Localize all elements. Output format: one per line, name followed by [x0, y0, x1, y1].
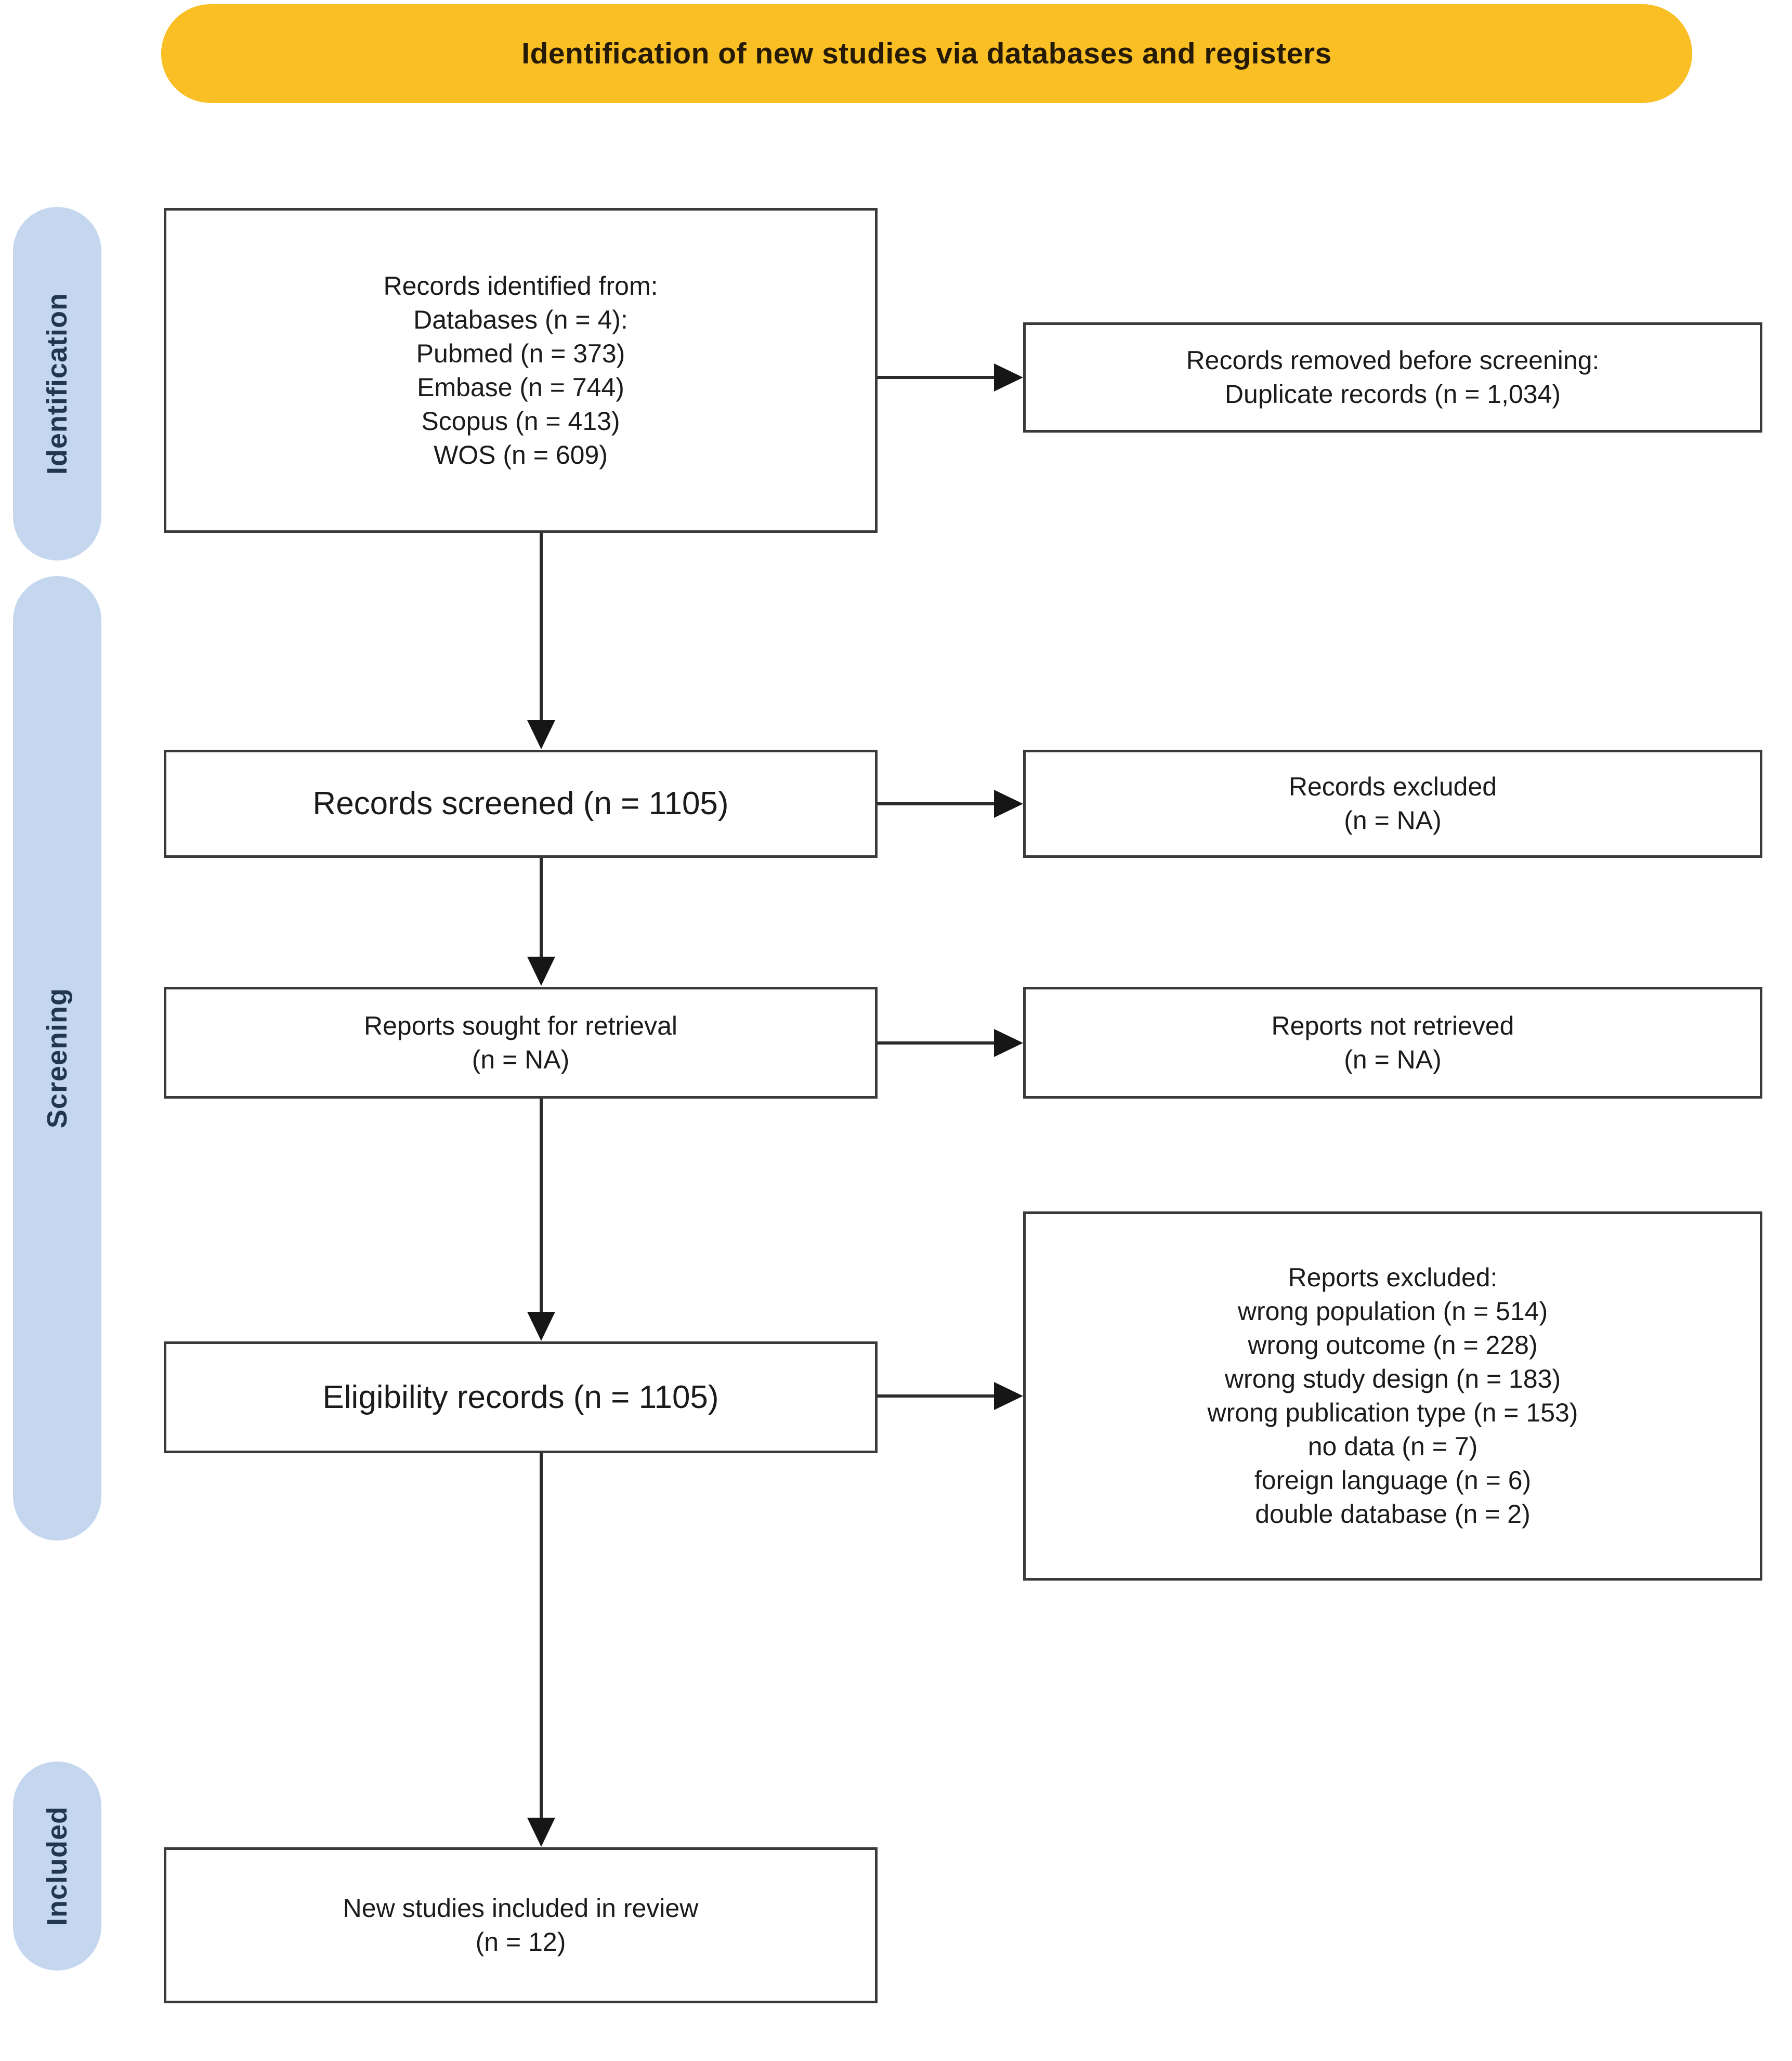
- box-reports-not-retrieved: Reports not retrieved (n = NA): [1023, 987, 1762, 1099]
- arrowhead-right-to-not-retrieved: [994, 1029, 1023, 1057]
- stage-pill-identification: Identification: [13, 207, 101, 560]
- text-line-1: wrong population (n = 514): [1237, 1297, 1548, 1326]
- connector-line-screened-to-sought: [540, 858, 543, 958]
- box-reports-sought-lines: Reports sought for retrieval (n = NA): [179, 1009, 862, 1077]
- stage-label-included: Included: [42, 1806, 73, 1926]
- header-banner: Identification of new studies via databa…: [161, 4, 1692, 103]
- text-line-0: Records removed before screening:: [1186, 346, 1600, 375]
- text-line-2: Pubmed (n = 373): [416, 338, 625, 368]
- arrowhead-right-to-excluded: [994, 790, 1023, 818]
- arrowhead-down-to-included: [527, 1818, 555, 1847]
- stage-pill-screening: Screening: [13, 576, 101, 1541]
- text-line-0: New studies included in review: [343, 1894, 699, 1923]
- text-line-0: Reports sought for retrieval: [363, 1011, 678, 1040]
- text-line-0: Records excluded: [1288, 772, 1497, 801]
- arrowhead-down-to-eligibility: [527, 1312, 555, 1341]
- text-line-0: Reports excluded:: [1288, 1263, 1498, 1292]
- text-line-7: double database (n = 2): [1255, 1499, 1531, 1529]
- text-line-5: no data (n = 7): [1307, 1432, 1478, 1461]
- text-line-0: Records identified from:: [383, 271, 658, 301]
- arrowhead-down-to-screened: [527, 720, 555, 749]
- box-new-studies-included-lines: New studies included in review (n = 12): [179, 1892, 862, 1959]
- arrowhead-down-to-sought: [527, 957, 555, 986]
- text-line-3: Embase (n = 744): [417, 372, 624, 402]
- text-line-1: (n = 12): [475, 1927, 566, 1956]
- box-records-identified: Records identified from: Databases (n = 4…: [164, 208, 878, 533]
- box-reports-not-retrieved-lines: Reports not retrieved (n = NA): [1038, 1009, 1747, 1077]
- connector-line-identified-to-removed: [878, 376, 995, 379]
- box-reports-sought: Reports sought for retrieval (n = NA): [164, 987, 878, 1099]
- text-line-1: (n = NA): [1344, 1045, 1442, 1074]
- connector-line-eligibility-to-included: [540, 1453, 543, 1819]
- text-line-5: WOS (n = 609): [434, 440, 608, 469]
- text-line-1: Databases (n = 4):: [413, 305, 628, 334]
- text-line-1: Duplicate records (n = 1,034): [1224, 380, 1561, 409]
- box-records-identified-lines: Records identified from: Databases (n = 4…: [179, 269, 862, 472]
- box-records-screened: Records screened (n = 1105): [164, 750, 878, 858]
- text-line-3: wrong study design (n = 183): [1224, 1364, 1561, 1393]
- text-line-0: Eligibility records (n = 1105): [322, 1379, 719, 1415]
- box-records-excluded: Records excluded (n = NA): [1023, 750, 1762, 858]
- connector-line-screened-to-excluded: [878, 802, 995, 805]
- box-records-excluded-lines: Records excluded (n = NA): [1038, 770, 1747, 838]
- stage-label-identification: Identification: [42, 293, 73, 475]
- text-line-4: wrong publication type (n = 153): [1207, 1398, 1578, 1427]
- box-reports-excluded: Reports excluded: wrong population (n = 5…: [1023, 1211, 1762, 1581]
- box-eligibility-records: Eligibility records (n = 1105): [164, 1341, 878, 1453]
- connector-line-sought-to-eligibility: [540, 1099, 543, 1313]
- banner-title: Identification of new studies via databa…: [521, 37, 1332, 70]
- text-line-1: (n = NA): [472, 1045, 570, 1074]
- text-line-0: Records screened (n = 1105): [312, 786, 729, 822]
- arrowhead-right-to-reports-excluded: [994, 1382, 1023, 1410]
- box-records-screened-lines: Records screened (n = 1105): [179, 784, 862, 824]
- connector-line-sought-to-not-retrieved: [878, 1041, 995, 1045]
- arrowhead-right-to-removed: [994, 363, 1023, 392]
- connector-line-identified-to-screened: [540, 533, 543, 721]
- box-new-studies-included: New studies included in review (n = 12): [164, 1847, 878, 2003]
- text-line-1: (n = NA): [1344, 806, 1442, 835]
- connector-line-eligibility-to-reports-excluded: [878, 1394, 995, 1398]
- text-line-4: Scopus (n = 413): [421, 406, 620, 436]
- box-reports-excluded-lines: Reports excluded: wrong population (n = 5…: [1038, 1261, 1747, 1531]
- text-line-2: wrong outcome (n = 228): [1248, 1330, 1538, 1360]
- box-eligibility-records-lines: Eligibility records (n = 1105): [179, 1377, 862, 1418]
- stage-pill-included: Included: [13, 1762, 101, 1971]
- box-records-removed-lines: Records removed before screening: Duplica…: [1038, 344, 1747, 411]
- text-line-6: foreign language (n = 6): [1254, 1466, 1532, 1495]
- text-line-0: Reports not retrieved: [1271, 1011, 1514, 1040]
- stage-label-screening: Screening: [42, 988, 73, 1129]
- box-records-removed: Records removed before screening: Duplica…: [1023, 322, 1762, 433]
